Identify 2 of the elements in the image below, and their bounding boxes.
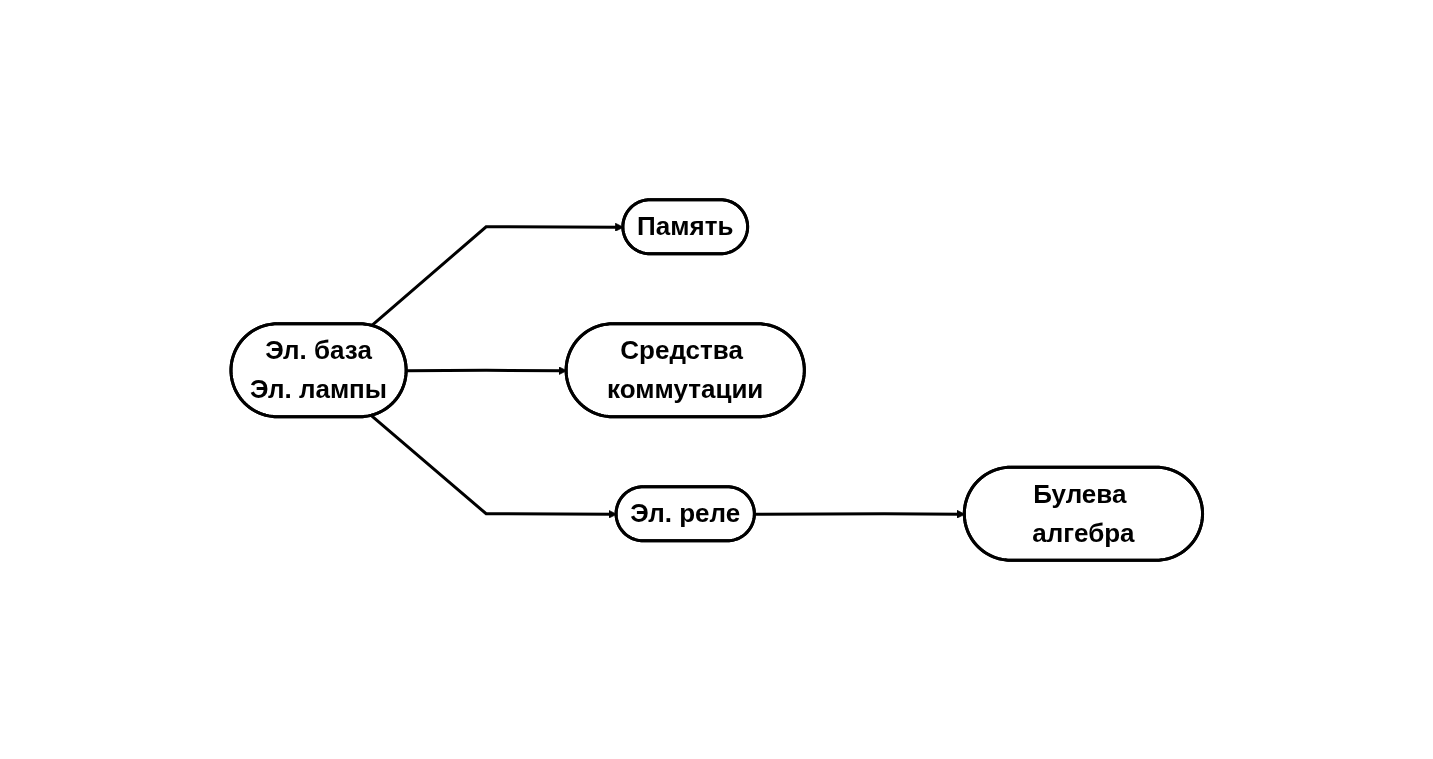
arrow bbox=[754, 509, 965, 519]
arrow bbox=[370, 414, 617, 519]
